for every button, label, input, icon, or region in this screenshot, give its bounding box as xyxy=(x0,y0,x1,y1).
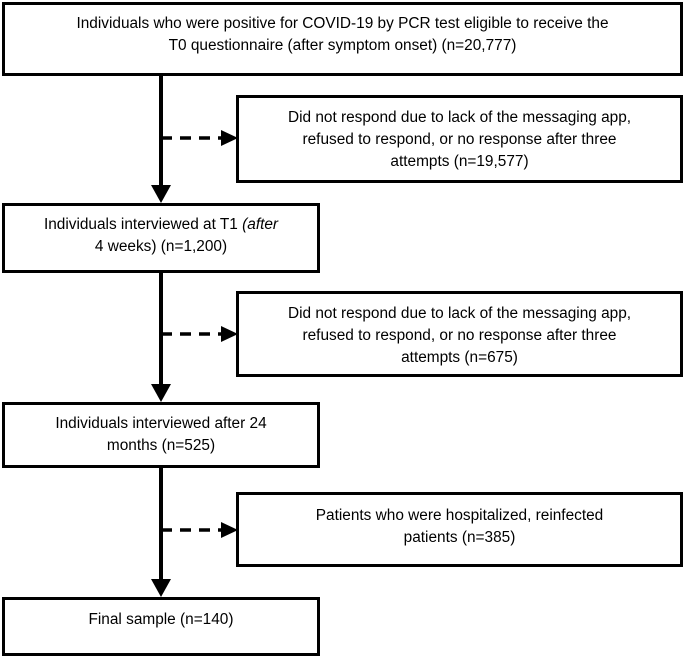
node-interviewed-t1-box: Individuals interviewed at T1 (after 4 we… xyxy=(2,203,320,273)
node-interviewed-24-months-text: Individuals interviewed after 24 months (… xyxy=(5,405,317,457)
connector-t1-to-24-months xyxy=(151,273,171,402)
node-interviewed-24-months-box: Individuals interviewed after 24 months (… xyxy=(2,402,320,468)
node-eligible-text: Individuals who were positive for COVID-… xyxy=(5,5,680,57)
node-eligible-line1: Individuals who were positive for COVID-… xyxy=(76,15,609,32)
exclusion-2-text: Did not respond due to lack of the messa… xyxy=(239,294,680,369)
exclusion-2-box: Did not respond due to lack of the messa… xyxy=(236,291,683,377)
exclusion-3-line2: patients (n=385) xyxy=(403,528,516,546)
exclusion-1-line2: refused to respond, or no response after… xyxy=(302,130,617,148)
node-eligible-box: Individuals who were positive for COVID-… xyxy=(2,2,683,76)
node-interviewed-t1-line1-italic: (after xyxy=(242,216,279,233)
node-interviewed-t1-text: Individuals interviewed at T1 (after 4 we… xyxy=(5,206,317,258)
branch-t1-to-exclusion-2 xyxy=(161,326,238,342)
exclusion-2-line1: Did not respond due to lack of the messa… xyxy=(287,305,632,322)
exclusion-1-text: Did not respond due to lack of the messa… xyxy=(239,98,680,173)
exclusion-2-line2: refused to respond, or no response after… xyxy=(302,326,617,344)
node-final-sample-text: Final sample (n=140) xyxy=(88,611,234,628)
exclusion-1-box: Did not respond due to lack of the messa… xyxy=(236,95,683,183)
node-interviewed-t1-line2: 4 weeks) (n=1,200) xyxy=(94,237,228,255)
connector-24-months-to-final xyxy=(151,468,171,597)
node-interviewed-t1-line1-prefix: Individuals interviewed at T1 xyxy=(43,216,243,233)
node-final-sample-box: Final sample (n=140) xyxy=(2,597,320,656)
node-interviewed-24-months-line2: months (n=525) xyxy=(106,436,216,454)
exclusion-1-line3: attempts (n=19,577) xyxy=(390,152,529,170)
branch-eligible-to-exclusion-1 xyxy=(161,130,238,146)
exclusion-3-text: Patients who were hospitalized, reinfect… xyxy=(239,495,680,549)
connector-eligible-to-t1 xyxy=(151,76,171,203)
exclusion-1-line1: Did not respond due to lack of the messa… xyxy=(287,109,632,126)
exclusion-2-line3: attempts (n=675) xyxy=(401,348,518,366)
branch-24-months-to-exclusion-3 xyxy=(161,522,238,538)
node-eligible-line2: T0 questionnaire (after symptom onset) (… xyxy=(168,36,517,54)
exclusion-3-box: Patients who were hospitalized, reinfect… xyxy=(236,492,683,567)
node-interviewed-24-months-line1: Individuals interviewed after 24 xyxy=(55,415,267,432)
exclusion-3-line1: Patients who were hospitalized, reinfect… xyxy=(315,507,604,524)
